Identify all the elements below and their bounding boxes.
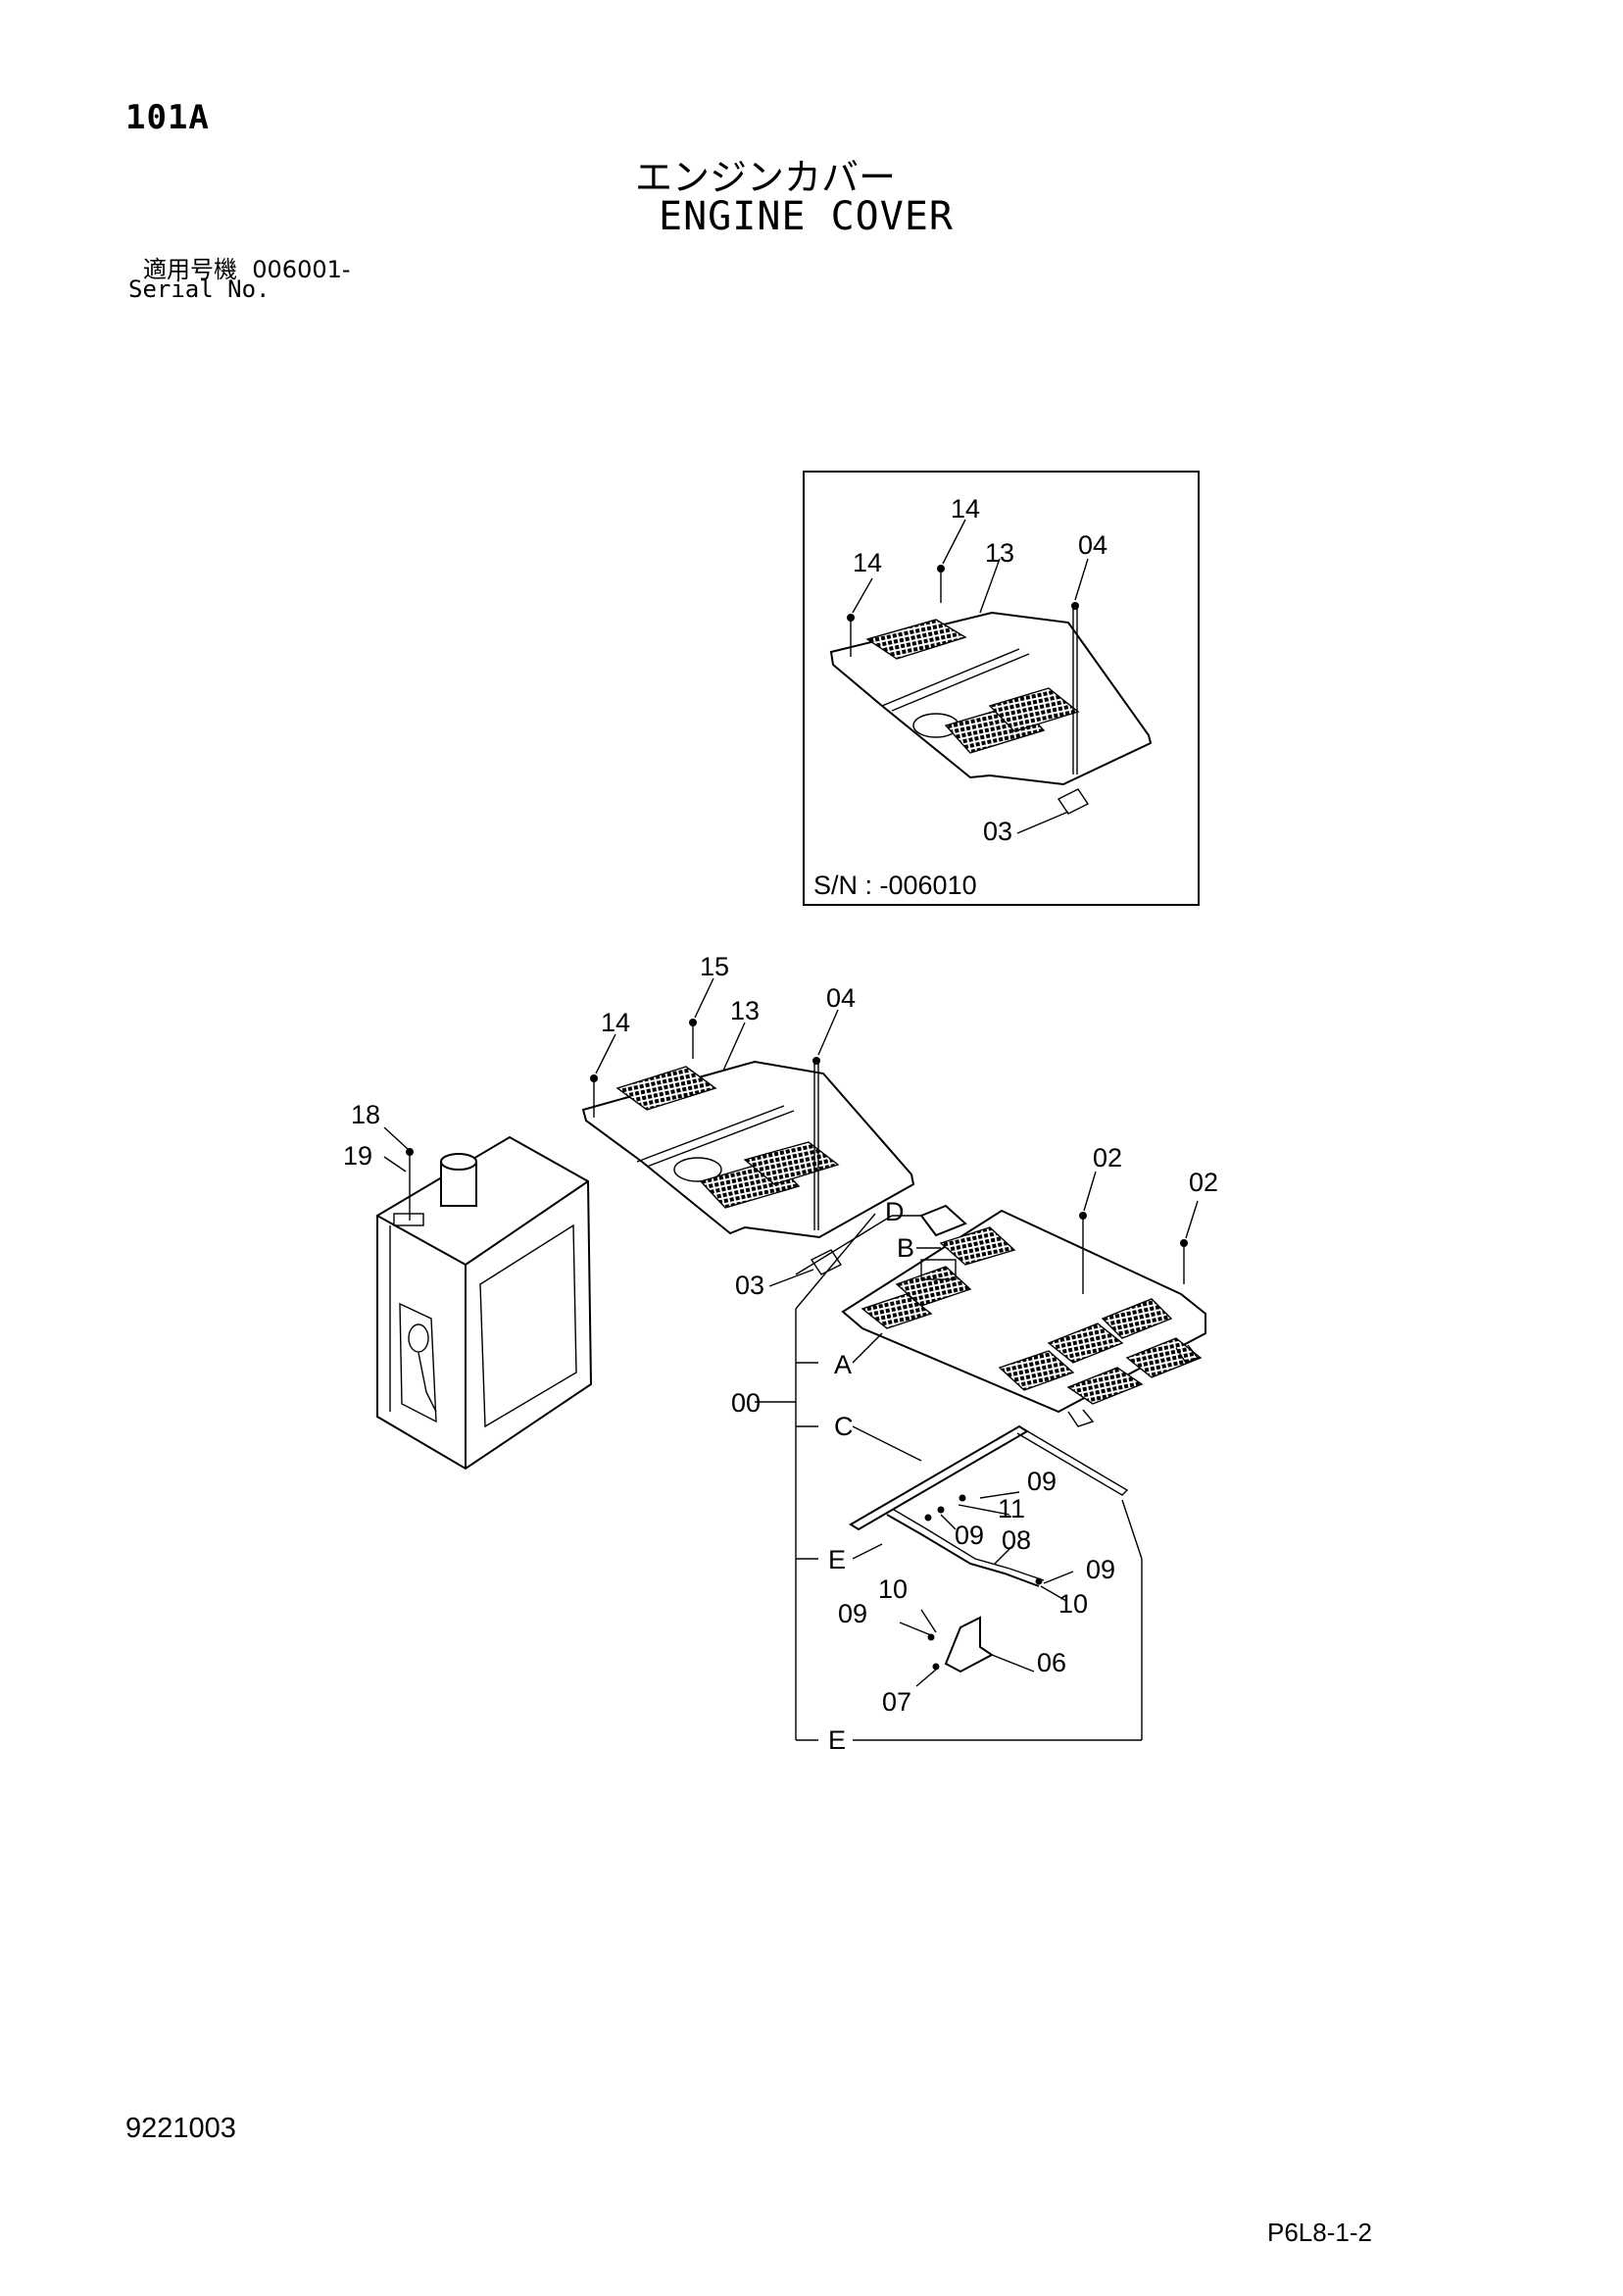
callout-02a: 02 xyxy=(1093,1143,1122,1173)
right-panel-plate xyxy=(919,1204,967,1237)
callout-11: 11 xyxy=(998,1494,1025,1523)
tank-gauge xyxy=(408,1323,429,1353)
callout-19: 19 xyxy=(343,1141,372,1171)
inset-box: 14 14 13 04 03 S/N : -006010 xyxy=(803,471,1200,906)
tank-filler-cap xyxy=(440,1153,477,1171)
callout-02b: 02 xyxy=(1189,1168,1218,1197)
letter-e-lower: E xyxy=(828,1725,846,1755)
document-number: 9221003 xyxy=(125,2113,236,2144)
inset-callout-14b: 14 xyxy=(951,494,980,524)
serial-value: 006001- xyxy=(252,256,351,283)
tank-body xyxy=(376,1135,593,1471)
page-title-japanese: エンジンカバー xyxy=(635,156,897,199)
right-cover-panel-assembly: 02 02 xyxy=(841,1143,1218,1427)
seal-strip-e xyxy=(886,1514,1040,1587)
callout-10b: 10 xyxy=(1058,1589,1088,1619)
callout-09a: 09 xyxy=(1027,1467,1057,1496)
inset-serial-note: S/N : -006010 xyxy=(813,871,977,900)
callout-13: 13 xyxy=(730,996,760,1025)
page-title: ENGINE COVER xyxy=(659,194,954,239)
letter-e-upper: E xyxy=(828,1545,846,1574)
inset-callout-13: 13 xyxy=(985,538,1014,568)
callout-14: 14 xyxy=(601,1008,630,1037)
callout-00: 00 xyxy=(731,1388,761,1418)
tank-bracket xyxy=(393,1213,424,1226)
serial-label-jp: 適用号機 xyxy=(143,256,237,283)
letter-c: C xyxy=(834,1412,854,1441)
callout-09c: 09 xyxy=(1086,1555,1115,1584)
inset-callout-14a: 14 xyxy=(853,548,882,577)
tank-assembly: 18 19 xyxy=(343,1100,593,1471)
callout-08: 08 xyxy=(1002,1525,1031,1555)
inset-callout-04: 04 xyxy=(1078,530,1107,560)
letter-b: B xyxy=(897,1233,914,1263)
callout-09d: 09 xyxy=(838,1599,867,1628)
serial-applicability: 適用号機 006001- xyxy=(143,250,351,284)
engine-cover-panel-assembly: 14 15 13 04 03 xyxy=(581,952,915,1300)
page-code: 101A xyxy=(125,98,210,137)
seal-and-bracket-parts: 09 11 09 08 09 10 10 09 06 07 xyxy=(838,1424,1129,1717)
callout-18: 18 xyxy=(351,1100,380,1129)
page-reference: P6L8-1-2 xyxy=(1267,2218,1372,2247)
callout-04: 04 xyxy=(826,983,856,1013)
inset-callout-03: 03 xyxy=(983,817,1012,846)
inset-latch-part xyxy=(1057,788,1090,815)
letter-a: A xyxy=(834,1350,852,1379)
bracket-06 xyxy=(944,1616,994,1673)
callout-06: 06 xyxy=(1037,1648,1066,1677)
callout-09b: 09 xyxy=(955,1521,984,1550)
callout-03: 03 xyxy=(735,1271,764,1300)
letter-d: D xyxy=(885,1197,905,1226)
seal-strip-c-right xyxy=(1016,1425,1129,1496)
engine-cover-panel xyxy=(581,1060,915,1239)
inset-engine-cover-panel xyxy=(829,611,1153,786)
callout-07: 07 xyxy=(882,1687,911,1717)
latch-part xyxy=(810,1249,843,1275)
callout-15: 15 xyxy=(700,952,729,981)
tank-side-window xyxy=(479,1223,577,1428)
assembly-group-bracket: 00 A B C D E E xyxy=(731,1197,1143,1755)
serial-label: Serial No. xyxy=(128,275,270,303)
callout-10a: 10 xyxy=(878,1574,908,1604)
tank-front-window xyxy=(399,1302,437,1423)
